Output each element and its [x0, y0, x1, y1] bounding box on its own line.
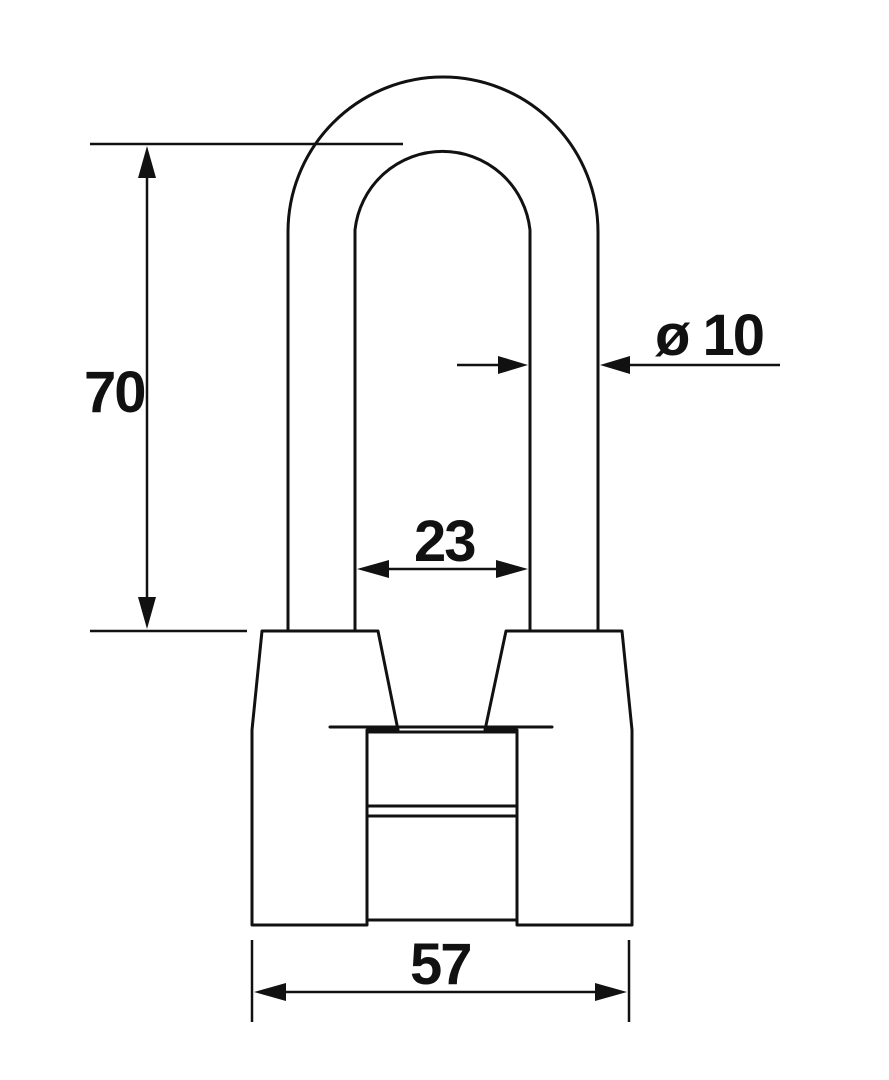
inner-width-label: 23 [414, 509, 475, 574]
arrow-right-icon [496, 560, 528, 578]
arrow-left-icon [254, 983, 286, 1001]
height-label: 70 [84, 360, 145, 425]
dimension-height: 70 [84, 142, 403, 633]
body-left-block [250, 629, 400, 927]
arrow-left-icon [357, 560, 389, 578]
dimension-inner-width: 23 [357, 509, 528, 578]
shackle-inner-edge [353, 149, 532, 633]
shackle [286, 75, 600, 633]
lock-body [250, 629, 634, 927]
dimension-diameter: ø 10 [457, 303, 780, 374]
arrow-right-icon [595, 983, 627, 1001]
body-center-channel [365, 730, 519, 922]
arrow-right-icon [498, 356, 528, 374]
arrow-down-icon [138, 597, 156, 629]
shackle-outer-edge [286, 75, 600, 633]
body-width-label: 57 [410, 932, 471, 997]
body-right-block [483, 629, 634, 927]
diameter-label: ø 10 [655, 303, 763, 368]
arrow-up-icon [138, 146, 156, 178]
dimension-body-width: 57 [250, 932, 631, 1022]
arrow-left-icon [600, 356, 630, 374]
